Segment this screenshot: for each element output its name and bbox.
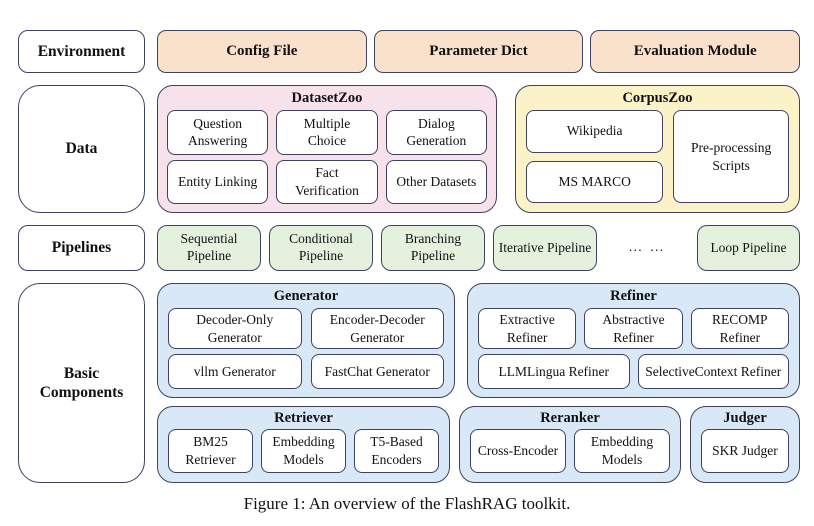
dataset-item: Multiple Choice bbox=[276, 110, 378, 155]
generator-group: Generator Decoder-Only Generator Encoder… bbox=[157, 283, 455, 398]
refiner-item: Extractive Refiner bbox=[478, 308, 577, 350]
dataset-item: Other Datasets bbox=[385, 159, 487, 204]
dataset-item: Fact Verification bbox=[276, 159, 378, 204]
dataset-item: Dialog Generation bbox=[385, 110, 487, 155]
reranker-item: Embedding Models bbox=[574, 429, 670, 473]
retriever-item: T5-Based Encoders bbox=[354, 429, 439, 473]
generator-grid: Decoder-Only Generator Encoder-Decoder G… bbox=[158, 308, 454, 397]
retriever-body: BM25 Retriever Embedding Models T5-Based… bbox=[158, 429, 449, 482]
corpus-item: Wikipedia bbox=[526, 110, 664, 153]
judger-title: Judger bbox=[723, 409, 767, 426]
refiner-group: Refiner Extractive Refiner Abstractive R… bbox=[467, 283, 800, 398]
evaluation-module-box: Evaluation Module bbox=[590, 30, 801, 73]
data-row: Data DatasetZoo Question Answering Multi… bbox=[18, 85, 800, 213]
environment-label-box: Environment bbox=[18, 30, 145, 73]
pipelines-label-box: Pipelines bbox=[18, 225, 145, 271]
loop-pipeline-item: Loop Pipeline bbox=[697, 225, 800, 271]
corpus-zoo-title: CorpusZoo bbox=[622, 89, 693, 106]
dataset-zoo-title: DatasetZoo bbox=[291, 89, 363, 106]
basic-components-content: Generator Decoder-Only Generator Encoder… bbox=[157, 283, 800, 483]
judger-body: SKR Judger bbox=[691, 429, 799, 482]
corpus-zoo-group: CorpusZoo Wikipedia MS MARCO Pre-process… bbox=[515, 85, 800, 213]
parameter-dict-box: Parameter Dict bbox=[373, 30, 584, 73]
config-file-box: Config File bbox=[157, 30, 367, 73]
refiner-item: Abstractive Refiner bbox=[584, 308, 683, 350]
flashrag-diagram: Environment Config File Parameter Dict E… bbox=[18, 30, 801, 483]
generator-item: Encoder-Decoder Generator bbox=[310, 308, 444, 350]
dataset-zoo-group: DatasetZoo Question Answering Multiple C… bbox=[157, 85, 497, 213]
retriever-title: Retriever bbox=[274, 409, 333, 426]
retriever-item: BM25 Retriever bbox=[168, 429, 253, 473]
generator-item: FastChat Generator bbox=[310, 354, 444, 389]
figure-caption: Figure 1: An overview of the FlashRAG to… bbox=[243, 494, 571, 513]
pipeline-item: Branching Pipeline bbox=[381, 225, 485, 271]
corpus-item: MS MARCO bbox=[526, 160, 664, 203]
refiner-item: SelectiveContext Refiner bbox=[637, 354, 789, 389]
retriever-group: Retriever BM25 Retriever Embedding Model… bbox=[157, 406, 450, 483]
retriever-item: Embedding Models bbox=[261, 429, 346, 473]
generator-item: Decoder-Only Generator bbox=[168, 308, 302, 350]
basic-components-top: Generator Decoder-Only Generator Encoder… bbox=[157, 283, 800, 398]
corpus-item: Pre-processing Scripts bbox=[673, 110, 789, 203]
reranker-body: Cross-Encoder Embedding Models bbox=[460, 429, 680, 482]
reranker-title: Reranker bbox=[540, 409, 600, 426]
dataset-item: Question Answering bbox=[167, 110, 269, 155]
pipeline-item: Conditional Pipeline bbox=[269, 225, 373, 271]
pipelines-row: Pipelines Sequential Pipeline Conditiona… bbox=[18, 225, 800, 271]
basic-components-row: Basic Components Generator Decoder-Only … bbox=[18, 283, 800, 483]
basic-components-bottom: Retriever BM25 Retriever Embedding Model… bbox=[157, 406, 800, 483]
generator-title: Generator bbox=[273, 287, 339, 304]
pipeline-item: Sequential Pipeline bbox=[157, 225, 261, 271]
environment-row: Environment Config File Parameter Dict E… bbox=[18, 30, 801, 73]
pipelines-items: Sequential Pipeline Conditional Pipeline… bbox=[157, 225, 800, 271]
refiner-body: Extractive Refiner Abstractive Refiner R… bbox=[468, 308, 799, 397]
basic-components-label-box: Basic Components bbox=[18, 283, 145, 483]
reranker-group: Reranker Cross-Encoder Embedding Models bbox=[459, 406, 681, 483]
refiner-title: Refiner bbox=[610, 287, 657, 304]
judger-group: Judger SKR Judger bbox=[690, 406, 800, 483]
refiner-row2: LLMLingua Refiner SelectiveContext Refin… bbox=[478, 354, 789, 389]
pipeline-item: Iterative Pipeline bbox=[493, 225, 597, 271]
data-label-box: Data bbox=[18, 85, 145, 213]
pipelines-ellipsis: … … bbox=[628, 240, 666, 255]
corpus-zoo-body: Wikipedia MS MARCO Pre-processing Script… bbox=[516, 110, 799, 212]
corpus-zoo-left: Wikipedia MS MARCO bbox=[526, 110, 664, 203]
environment-items: Config File Parameter Dict Evaluation Mo… bbox=[157, 30, 801, 73]
generator-item: vllm Generator bbox=[168, 354, 302, 389]
refiner-item: RECOMP Refiner bbox=[690, 308, 789, 350]
refiner-item: LLMLingua Refiner bbox=[478, 354, 630, 389]
reranker-item: Cross-Encoder bbox=[470, 429, 566, 473]
refiner-row1: Extractive Refiner Abstractive Refiner R… bbox=[478, 308, 789, 350]
judger-item: SKR Judger bbox=[701, 429, 789, 473]
dataset-item: Entity Linking bbox=[167, 159, 269, 204]
dataset-zoo-grid: Question Answering Multiple Choice Dialo… bbox=[158, 110, 496, 212]
